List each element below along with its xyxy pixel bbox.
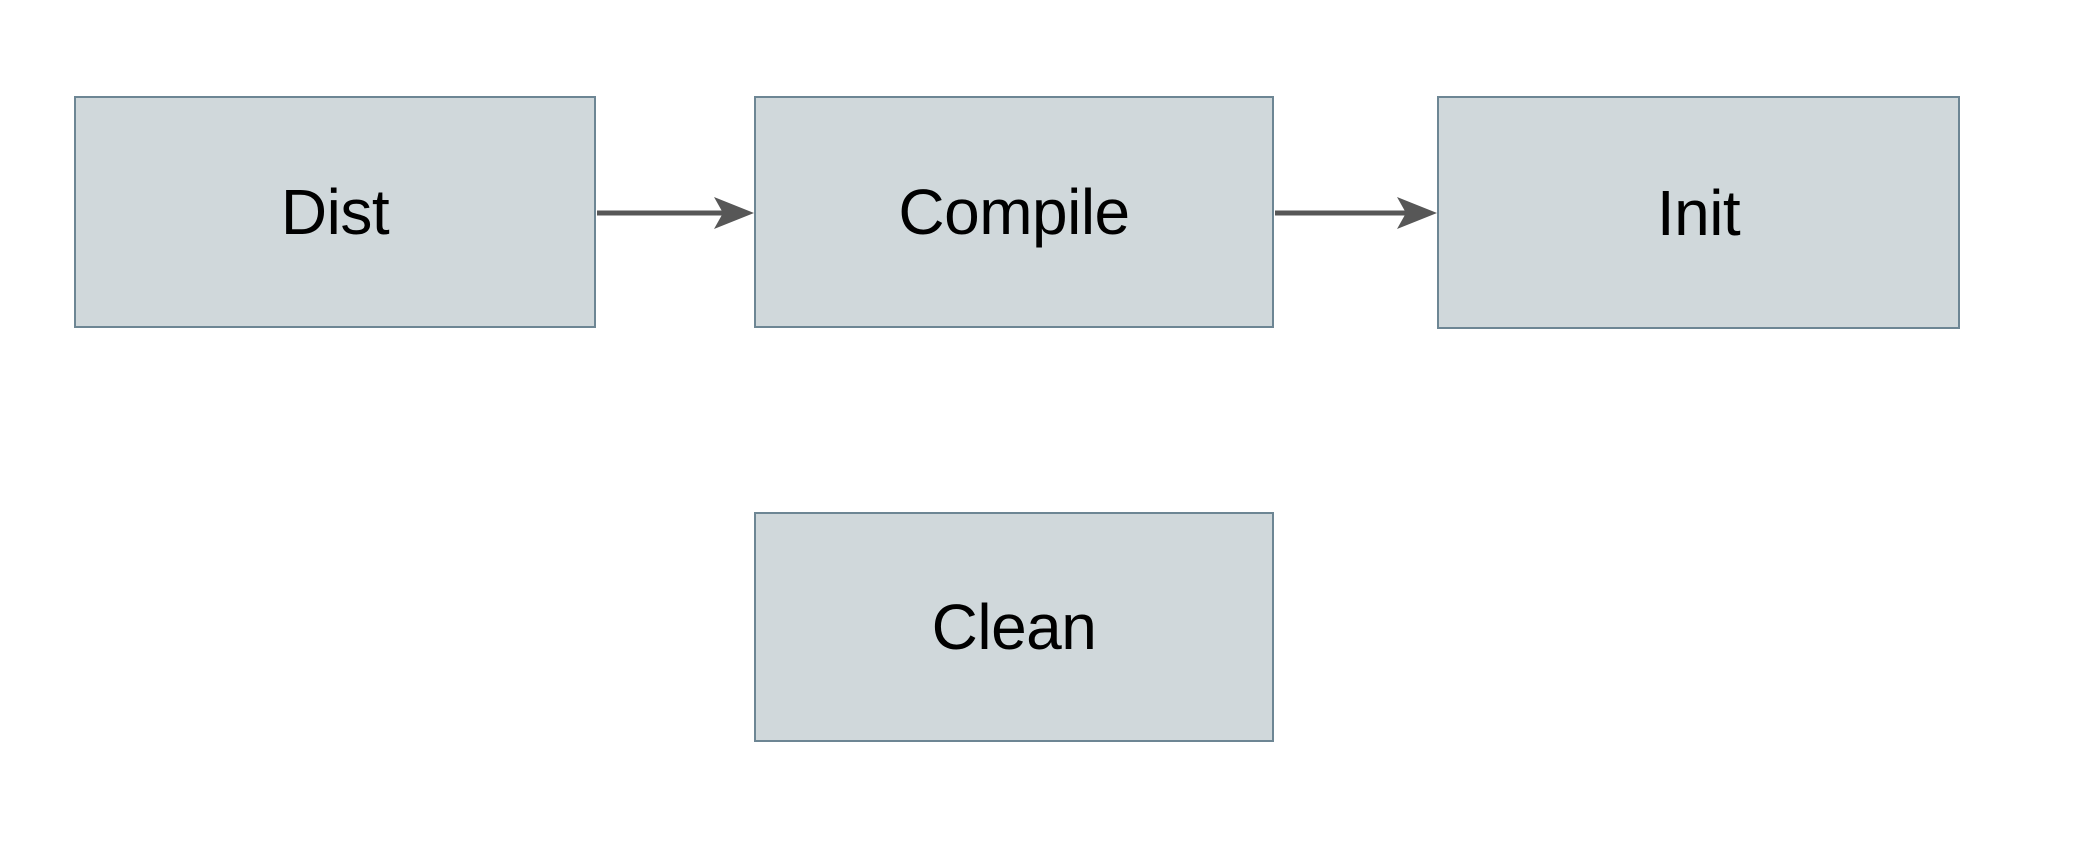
node-init[interactable]: Init (1437, 96, 1960, 329)
node-init-label: Init (1656, 176, 1741, 249)
node-compile[interactable]: Compile (754, 96, 1274, 328)
node-clean[interactable]: Clean (754, 512, 1274, 742)
node-compile-label: Compile (898, 176, 1130, 248)
edge-dist-to-compile[interactable] (597, 197, 754, 229)
node-dist-label: Dist (280, 176, 390, 248)
edge-compile-to-init[interactable] (1275, 197, 1437, 229)
node-dist[interactable]: Dist (74, 96, 596, 328)
node-clean-label: Clean (931, 591, 1097, 663)
